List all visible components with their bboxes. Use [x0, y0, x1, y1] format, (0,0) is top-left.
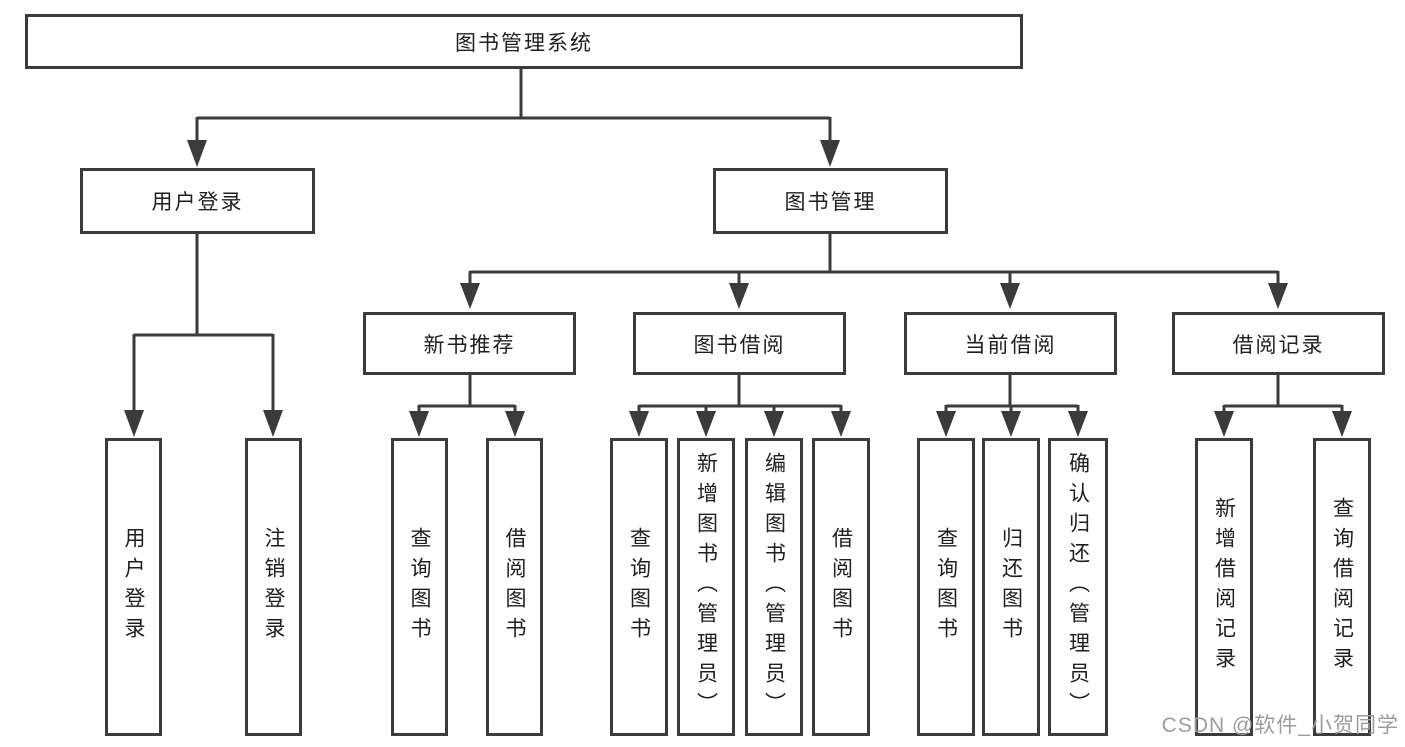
node-new-book-recommend-label: 新书推荐	[423, 333, 516, 357]
node-borrowing-records-label: 借阅记录	[1232, 333, 1325, 357]
leaf-borrow-books-borrowing: 借阅图书	[812, 438, 870, 736]
leaf-borrow-books-borrowing-label: 借阅图书	[829, 527, 853, 647]
leaf-query-books-recommend: 查询图书	[391, 438, 448, 736]
node-book-management: 图书管理	[713, 168, 948, 234]
leaf-add-books-admin-label: 新增图书（管理员）	[694, 452, 718, 722]
leaf-user-login-label: 用户登录	[122, 527, 145, 647]
node-book-borrowing-label: 图书借阅	[693, 333, 786, 357]
node-user-login-label: 用户登录	[151, 191, 244, 214]
watermark: CSDN @软件_小贺同学	[1161, 714, 1399, 737]
node-current-borrowing-label: 当前借阅	[964, 333, 1057, 357]
leaf-logout-login: 注销登录	[245, 438, 302, 736]
leaf-query-borrow-record-label: 查询借阅记录	[1330, 497, 1354, 677]
leaf-confirm-return-admin: 确认归还（管理员）	[1048, 438, 1108, 736]
leaf-add-borrow-record: 新增借阅记录	[1195, 438, 1253, 736]
node-new-book-recommend: 新书推荐	[363, 312, 576, 375]
leaf-borrow-books-recommend-label: 借阅图书	[503, 527, 526, 647]
node-user-login: 用户登录	[80, 168, 315, 234]
leaf-user-login: 用户登录	[105, 438, 162, 736]
node-library-management-system: 图书管理系统	[25, 14, 1023, 69]
leaf-query-books-current: 查询图书	[917, 438, 975, 736]
leaf-edit-books-admin-label: 编辑图书（管理员）	[762, 452, 786, 722]
node-library-management-system-label: 图书管理系统	[455, 31, 593, 55]
node-borrowing-records: 借阅记录	[1172, 312, 1385, 375]
leaf-query-books-recommend-label: 查询图书	[408, 527, 431, 647]
leaf-confirm-return-admin-label: 确认归还（管理员）	[1066, 452, 1090, 722]
leaf-add-books-admin: 新增图书（管理员）	[677, 438, 735, 736]
leaf-add-borrow-record-label: 新增借阅记录	[1212, 497, 1236, 677]
leaf-query-borrow-record: 查询借阅记录	[1313, 438, 1371, 736]
leaf-return-books: 归还图书	[982, 438, 1040, 736]
leaf-query-books-borrowing: 查询图书	[610, 438, 668, 736]
node-current-borrowing: 当前借阅	[904, 312, 1117, 375]
node-book-borrowing: 图书借阅	[633, 312, 846, 375]
leaf-return-books-label: 归还图书	[999, 527, 1023, 647]
leaf-logout-login-label: 注销登录	[262, 527, 285, 647]
leaf-query-books-current-label: 查询图书	[934, 527, 958, 647]
leaf-edit-books-admin: 编辑图书（管理员）	[745, 438, 803, 736]
leaf-borrow-books-recommend: 借阅图书	[486, 438, 543, 736]
node-book-management-label: 图书管理	[784, 191, 877, 214]
leaf-query-books-borrowing-label: 查询图书	[627, 527, 651, 647]
